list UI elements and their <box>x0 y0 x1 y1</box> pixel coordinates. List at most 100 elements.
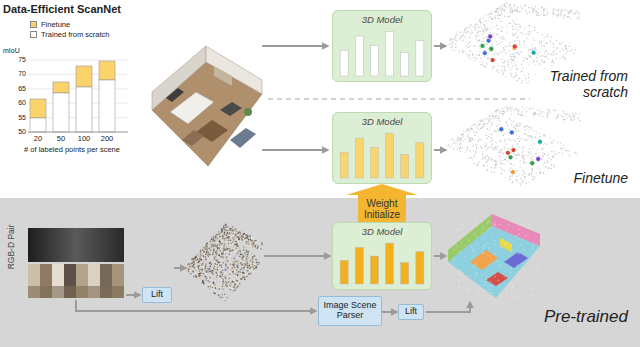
cloud-point <box>480 21 481 22</box>
cloud-point <box>516 7 517 8</box>
cloud-point <box>468 129 469 130</box>
cloud-point <box>218 255 220 257</box>
cloud-point <box>469 128 470 129</box>
cloud-point <box>558 14 559 15</box>
cloud-point <box>254 264 256 266</box>
cloud-point <box>480 121 481 122</box>
cloud-point <box>552 54 553 55</box>
cloud-point <box>491 18 492 19</box>
cloud-point <box>536 132 537 133</box>
cloud-point <box>529 173 530 174</box>
cloud-point <box>476 164 477 165</box>
cloud-point <box>504 133 505 134</box>
cloud-point <box>544 61 545 62</box>
cloud-point <box>553 43 554 44</box>
cloud-point <box>236 280 238 282</box>
cloud-point <box>476 147 477 148</box>
cloud-point <box>532 49 533 50</box>
cloud-point <box>466 45 467 46</box>
cloud-point <box>470 24 471 25</box>
cloud-point <box>467 147 468 148</box>
cloud-point <box>541 111 542 112</box>
box-label: Lift <box>405 307 417 317</box>
cloud-point <box>462 134 463 135</box>
cloud-point <box>486 29 487 30</box>
cloud-point <box>247 236 249 238</box>
cloud-point <box>520 185 521 186</box>
cloud-point <box>533 8 534 9</box>
cloud-point <box>222 233 224 235</box>
cloud-point <box>552 9 553 10</box>
cloud-point <box>225 299 227 301</box>
cloud-point <box>518 24 519 25</box>
cloud-point <box>511 164 512 165</box>
cloud-point <box>479 124 480 125</box>
cloud-point <box>551 151 552 152</box>
cloud-point <box>232 262 234 264</box>
cloud-point <box>471 30 472 31</box>
cloud-point <box>531 172 532 173</box>
cloud-point <box>542 61 543 62</box>
cloud-point <box>570 50 571 51</box>
cloud-point <box>237 280 239 282</box>
cloud-point <box>574 152 575 153</box>
cloud-point <box>463 52 464 53</box>
cloud-point <box>243 246 245 248</box>
cloud-point <box>219 255 221 257</box>
cloud-point <box>480 127 481 128</box>
cloud-point <box>501 59 502 60</box>
cloud-point <box>576 113 577 114</box>
cloud-point <box>522 107 523 108</box>
cloud-point <box>516 125 517 126</box>
cloud-point <box>534 10 535 11</box>
cloud-point <box>503 4 504 5</box>
cloud-point <box>558 113 559 114</box>
cloud-point <box>462 40 463 41</box>
finetune-bar <box>99 61 115 80</box>
cloud-point <box>477 144 478 145</box>
cloud-point <box>551 142 552 143</box>
cloud-point <box>244 278 246 280</box>
cloud-point <box>247 265 249 267</box>
cloud-point <box>510 69 511 70</box>
cloud-point <box>533 114 534 115</box>
cloud-point <box>496 163 497 164</box>
cloud-point <box>220 297 222 299</box>
cloud-point <box>540 116 541 117</box>
cloud-point <box>533 38 534 39</box>
cloud-point <box>552 157 553 158</box>
cloud-point <box>531 159 532 160</box>
cloud-point <box>486 149 487 150</box>
cloud-point <box>523 158 524 159</box>
cloud-point <box>546 115 547 116</box>
cloud-point <box>543 135 544 136</box>
cloud-point <box>540 56 541 57</box>
cloud-point <box>560 13 561 14</box>
cloud-point <box>205 245 207 247</box>
cloud-point <box>557 142 558 143</box>
cloud-point <box>508 6 509 7</box>
cloud-point <box>520 160 521 161</box>
cloud-point <box>521 170 522 171</box>
cloud-point <box>503 110 504 111</box>
cloud-point <box>544 53 545 54</box>
cloud-point <box>509 12 510 13</box>
cloud-point <box>523 109 524 110</box>
cloud-point <box>489 17 490 18</box>
cloud-point <box>516 75 517 76</box>
cloud-point <box>543 173 544 174</box>
cloud-point <box>576 153 577 154</box>
cloud-point <box>219 265 221 267</box>
cloud-point <box>234 244 236 246</box>
cloud-point <box>487 159 488 160</box>
labeled-point <box>536 157 541 162</box>
cloud-point <box>571 10 572 11</box>
cloud-point <box>531 168 532 169</box>
cloud-point <box>498 54 499 55</box>
cloud-point <box>503 47 504 48</box>
cloud-point <box>485 21 486 22</box>
cloud-point <box>574 49 575 50</box>
cloud-point <box>542 148 543 149</box>
cloud-point <box>486 161 487 162</box>
cloud-point <box>508 16 509 17</box>
